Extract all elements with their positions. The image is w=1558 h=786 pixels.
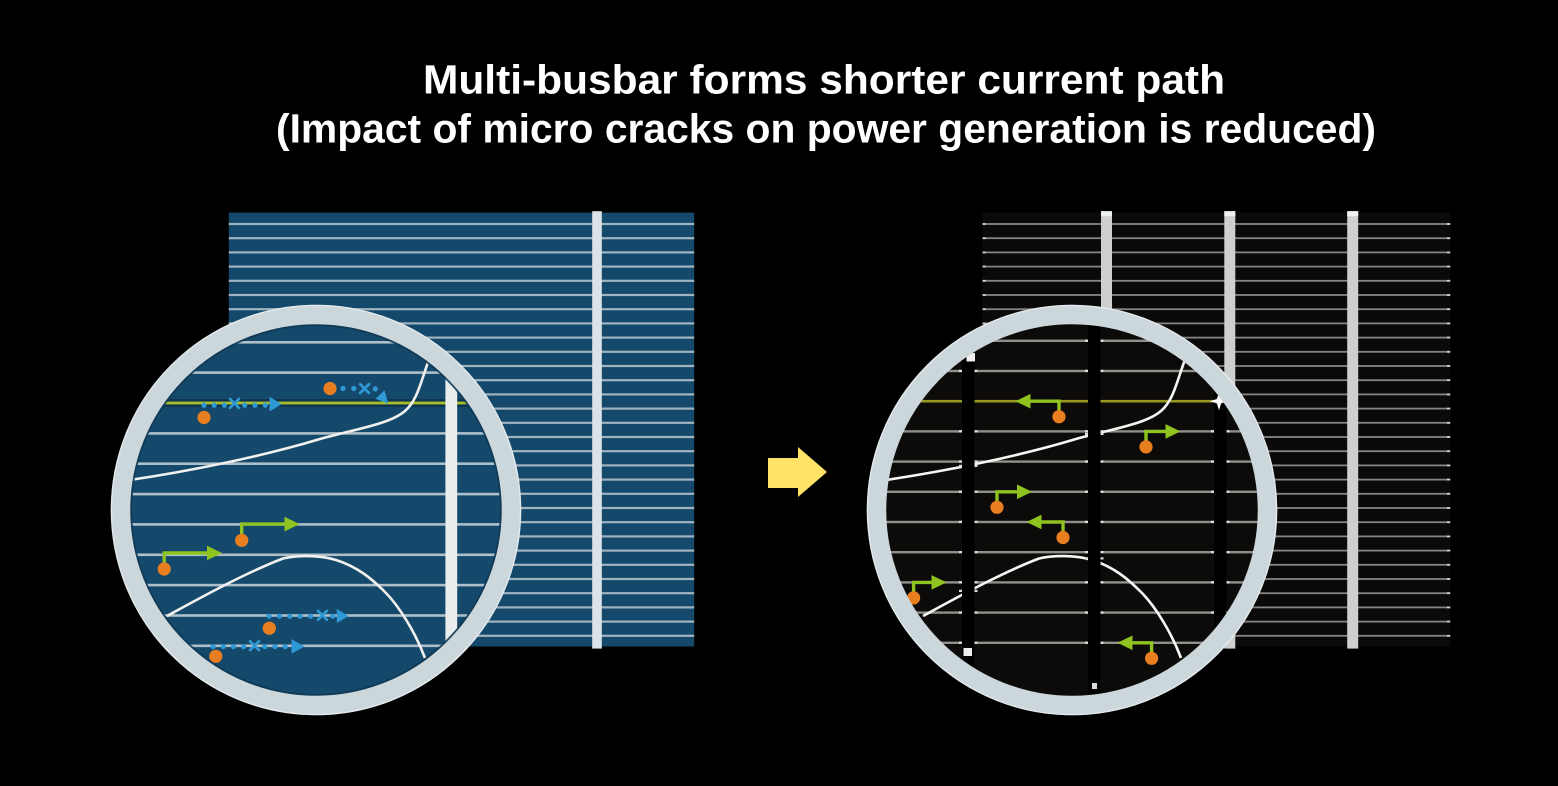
svg-text:(Impact of micro cracks on pow: (Impact of micro cracks on power generat… xyxy=(276,106,1376,152)
svg-text:Multi-busbar forms shorter cur: Multi-busbar forms shorter current path xyxy=(423,57,1225,103)
